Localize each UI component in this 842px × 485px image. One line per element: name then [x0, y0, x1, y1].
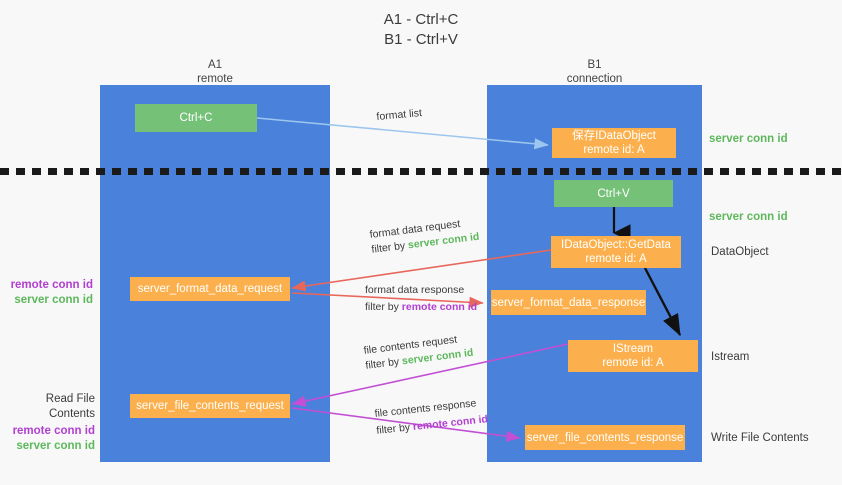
- filter-by-text: filter by: [364, 355, 403, 372]
- token-remote-conn-id: remote conn id: [412, 413, 489, 433]
- lane-b1-title: B1: [587, 59, 602, 71]
- edge-label-format-data-response-line2: filter by remote conn id: [365, 301, 477, 313]
- node-ctrl-c[interactable]: Ctrl+C: [135, 104, 257, 132]
- node-server-format-data-request[interactable]: server_format_data_request: [130, 277, 290, 301]
- annotation-read-file-contents-title: Read File Contents: [45, 393, 95, 420]
- node-server-file-contents-request-label: server_file_contents_request: [136, 400, 284, 412]
- node-server-file-contents-response[interactable]: server_file_contents_response: [525, 425, 685, 450]
- node-ctrl-v-label: Ctrl+V: [597, 187, 630, 200]
- annotation-dataobject: DataObject: [711, 246, 769, 258]
- annotation-istream: Istream: [711, 351, 750, 363]
- node-idataobject-getdata[interactable]: IDataObject::GetData remote id: A: [551, 236, 681, 268]
- lane-a1-title: A1: [207, 59, 223, 71]
- lane-header-a1: A1 remote: [100, 58, 330, 86]
- token-remote-conn-id: remote conn id: [401, 301, 478, 313]
- node-istream-label: IStream: [612, 343, 654, 355]
- annotation-file-remote-conn-id: remote conn id: [12, 425, 95, 437]
- edge-label-format-data-response-line1: format data response: [365, 284, 465, 296]
- lane-header-b1: B1 connection: [487, 58, 702, 86]
- filter-by-text: filter by: [370, 239, 409, 256]
- edge-label-format-data-request: format data request filter by server con…: [369, 216, 480, 256]
- filter-by-text: filter by: [365, 301, 402, 313]
- annotation-format-remote-conn-id: remote conn id: [10, 279, 93, 291]
- title-line-1: A1 - Ctrl+C: [383, 11, 459, 28]
- node-server-format-data-response[interactable]: server_format_data_response: [491, 290, 646, 315]
- annotation-format-conn-ids: remote conn id server conn id: [0, 278, 93, 308]
- node-server-format-data-response-label: server_format_data_response: [491, 296, 646, 309]
- node-ctrl-v[interactable]: Ctrl+V: [554, 180, 673, 207]
- edge-label-format-list: format list: [376, 107, 422, 123]
- title-line-2: B1 - Ctrl+V: [384, 31, 458, 48]
- node-istream-sublabel: remote id: A: [602, 357, 664, 369]
- edge-label-format-list-line1: format list: [376, 107, 423, 123]
- annotation-read-file-contents: Read File Contents remote conn id server…: [0, 392, 95, 454]
- phase-separator: [0, 168, 842, 175]
- node-server-file-contents-response-label: server_file_contents_response: [526, 431, 684, 444]
- annotation-write-file-contents: Write File Contents: [711, 432, 809, 444]
- node-save-idataobject[interactable]: 保存IDataObject remote id: A: [552, 128, 676, 158]
- edge-label-file-contents-response: file contents response filter by remote …: [374, 396, 488, 437]
- annotation-server-conn-id-top: server conn id: [709, 133, 788, 145]
- filter-by-text: filter by: [375, 421, 414, 437]
- node-idataobject-getdata-sublabel: remote id: A: [585, 253, 647, 265]
- lane-b1-subtitle: connection: [566, 73, 623, 85]
- node-idataobject-getdata-label: IDataObject::GetData: [561, 239, 671, 251]
- node-save-idataobject-label: 保存IDataObject: [572, 130, 656, 142]
- node-save-idataobject-sublabel: remote id: A: [583, 144, 645, 156]
- diagram-title: A1 - Ctrl+C B1 - Ctrl+V: [0, 10, 842, 50]
- annotation-server-conn-id-mid: server conn id: [709, 211, 788, 223]
- edge-label-format-data-response: format data response filter by remote co…: [365, 284, 477, 313]
- lane-a1-subtitle: remote: [197, 73, 233, 85]
- edge-label-file-contents-request: file contents request filter by server c…: [363, 332, 474, 372]
- annotation-file-server-conn-id: server conn id: [16, 440, 95, 452]
- node-ctrl-c-label: Ctrl+C: [179, 112, 213, 124]
- annotation-format-server-conn-id: server conn id: [14, 294, 93, 306]
- node-server-file-contents-request[interactable]: server_file_contents_request: [130, 394, 290, 418]
- node-istream[interactable]: IStream remote id: A: [568, 340, 698, 372]
- node-server-format-data-request-label: server_format_data_request: [137, 283, 283, 295]
